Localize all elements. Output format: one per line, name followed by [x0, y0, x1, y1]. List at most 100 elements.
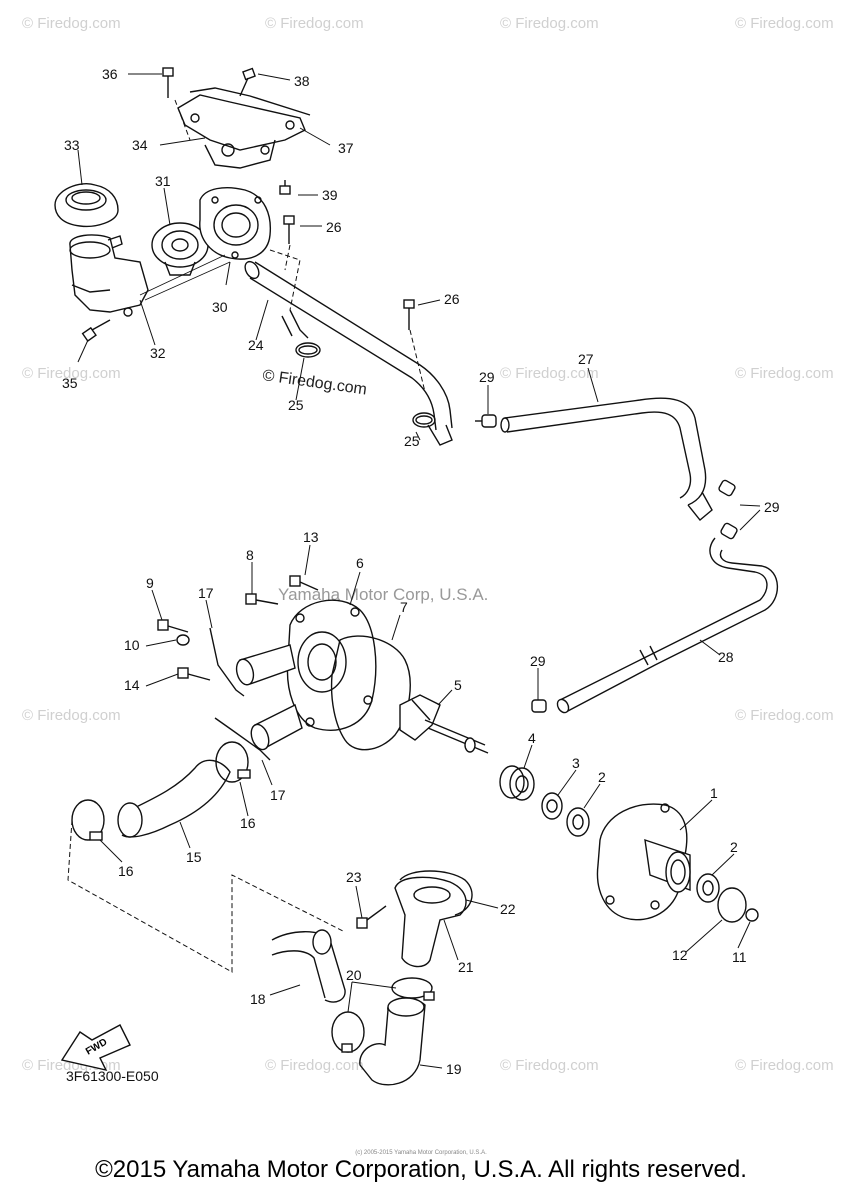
watermark: © Firedog.com [735, 365, 834, 382]
callout: 17 [270, 787, 286, 803]
callout: 26 [444, 291, 460, 307]
callout: 27 [578, 351, 594, 367]
callout: 32 [150, 345, 166, 361]
callout: 20 [346, 967, 362, 983]
bolt-13 [289, 575, 319, 591]
callout: 26 [326, 219, 342, 235]
callout: 4 [528, 730, 536, 746]
center-watermark: © Firedog.com [261, 367, 367, 398]
watermark: © Firedog.com [265, 15, 364, 32]
bearing-2-right [696, 873, 720, 903]
watermark: © Firedog.com [22, 707, 121, 724]
watermark: © Firedog.com [735, 707, 834, 724]
callout: 35 [62, 375, 78, 391]
callout: 38 [294, 73, 310, 89]
callout: 33 [64, 137, 80, 153]
gasket-7 [330, 635, 411, 751]
dashed-guide [284, 244, 291, 271]
callout: 28 [718, 649, 734, 665]
hose-27 [500, 397, 713, 521]
callout: 11 [732, 949, 747, 965]
callout: 2 [598, 769, 606, 785]
watermark: © Firedog.com [22, 15, 121, 32]
hose-clamp-20-lower [331, 1011, 365, 1053]
copyright-notice: ©2015 Yamaha Motor Corporation, U.S.A. A… [95, 1156, 747, 1183]
guide-line [139, 254, 226, 296]
callout: 19 [446, 1061, 462, 1077]
callout: 6 [356, 555, 364, 571]
callout: 39 [322, 187, 338, 203]
hose-clamp-20 [391, 977, 435, 1001]
thermostat-cover-30 [199, 187, 272, 260]
callout: 25 [404, 433, 420, 449]
callout: 12 [672, 947, 688, 963]
gasket-22 [399, 870, 473, 916]
o-ring-25-lower [412, 412, 453, 446]
bolt-8 [245, 593, 279, 605]
callout: 21 [458, 959, 474, 975]
bolt-38 [239, 67, 256, 97]
callout: 13 [303, 529, 319, 545]
bolt-26 [283, 215, 295, 244]
callout: 29 [764, 499, 780, 515]
small-copyright: (c) 2005-2015 Yamaha Motor Corporation, … [355, 1150, 487, 1156]
hose-19 [359, 997, 426, 1086]
dashed-guide [67, 819, 346, 973]
o-ring-25 [295, 342, 321, 358]
bracket-17 [209, 627, 271, 761]
callout: 10 [124, 637, 140, 653]
water-pump-cover-6 [286, 599, 377, 731]
callout: 3 [572, 755, 580, 771]
watermarks: © Firedog.com © Firedog.com © Firedog.co… [22, 15, 834, 1074]
hose-28 [556, 537, 779, 714]
watermark: © Firedog.com [500, 365, 599, 382]
hose-clamp-29-lower [531, 699, 547, 713]
leader-lines [77, 73, 761, 1069]
pump-outlet-lower [250, 704, 303, 751]
callout: 22 [500, 901, 516, 917]
watermark: © Firedog.com [735, 1057, 834, 1074]
callout: 8 [246, 547, 254, 563]
callout: 16 [240, 815, 256, 831]
thermostat-31 [151, 222, 209, 276]
callout: 31 [155, 173, 171, 189]
callout: 16 [118, 863, 134, 879]
callout: 23 [346, 869, 362, 885]
callout: 29 [530, 653, 546, 669]
dashed-guide [269, 249, 301, 311]
o-ring-12 [717, 887, 747, 923]
dashed-guide [174, 99, 191, 141]
callout: 17 [198, 585, 214, 601]
watermark: © Firedog.com [22, 365, 121, 382]
bearing-3 [541, 792, 563, 820]
callout: 36 [102, 66, 118, 82]
hose-18 [271, 929, 346, 1003]
callout: 9 [146, 575, 154, 591]
bearing-2 [566, 807, 590, 837]
washer-11 [745, 908, 759, 922]
callout: 2 [730, 839, 738, 855]
hose-clamp-16 [215, 741, 251, 783]
outlet-pipe-21 [394, 876, 467, 968]
radiator-cap-33 [54, 183, 119, 228]
bolt-35 [81, 319, 111, 342]
water-pump-housing-1 [596, 803, 691, 921]
callout-labels: 36 38 37 34 33 31 39 26 30 32 35 24 26 2… [62, 66, 780, 1077]
callout: 5 [454, 677, 462, 693]
pump-outlet-upper [235, 644, 296, 686]
watermark: © Firedog.com [735, 15, 834, 32]
guide-line [144, 261, 231, 301]
callout: 29 [479, 369, 495, 385]
callout: 24 [248, 337, 264, 353]
corp-watermark: Yamaha Motor Corp, U.S.A. [278, 585, 488, 604]
screw-39 [279, 180, 291, 195]
watermark: © Firedog.com [500, 1057, 599, 1074]
bolt-26-lower [403, 299, 415, 330]
washer-10 [176, 634, 190, 646]
hose-clamp-29-right [718, 479, 738, 540]
callout: 37 [338, 140, 354, 156]
hose-clamp-16-left [71, 799, 105, 841]
callout: 14 [124, 677, 140, 693]
callout: 1 [710, 785, 718, 801]
